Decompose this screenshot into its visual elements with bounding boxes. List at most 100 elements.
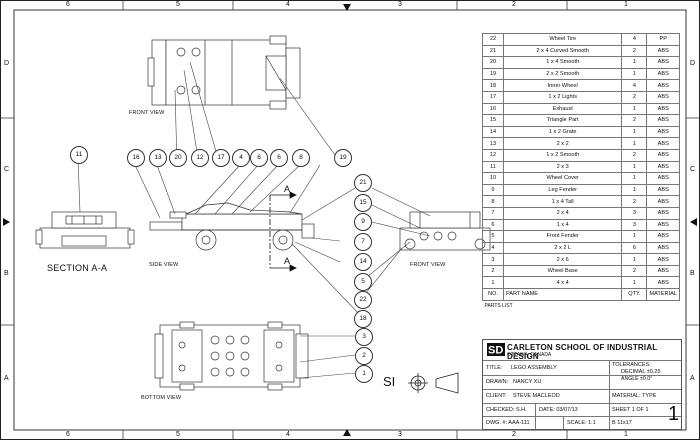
part-number: 22 [482,33,504,46]
part-material: ABS [646,276,680,290]
balloon-9: 9 [354,213,372,231]
zone-col-2: 2 [512,1,516,8]
part-name: Wheel Cover [502,172,623,185]
part-qty: 2 [621,114,648,127]
balloon-14: 14 [354,253,372,271]
zone-col-5: 5 [176,1,180,8]
part-number: 3 [482,253,504,266]
part-material: ABS [646,102,680,116]
part-qty: 1 [621,137,648,150]
zone-col-4-bottom: 4 [286,431,290,438]
material-label: MATERIAL: TYPE [612,393,657,399]
balloon-18: 18 [354,310,372,328]
part-number: 13 [482,137,504,150]
part-qty: 2 [621,90,648,104]
title-block: SD CARLETON SCHOOL OF INDUSTRIAL DESIGN … [482,339,682,430]
part-name: Exhaust [502,102,623,116]
part-qty: 1 [621,276,648,290]
part-qty: 4 [621,79,648,92]
projection-symbol [408,372,459,394]
bottom-view-drawing [154,321,309,391]
zone-col-3-bottom: 3 [398,431,402,438]
side-view-drawing [149,202,315,251]
part-material: ABS [646,79,680,92]
balloon-15: 15 [354,194,372,212]
part-name: Triangle Part [502,114,623,127]
part-qty: 1 [621,230,648,243]
top-view-drawing [147,35,301,110]
part-number: 19 [482,67,504,81]
part-number: 2 [482,264,504,278]
part-material: PP [646,33,680,46]
tolerance-decimal: DECIMAL ±0.25 [621,369,661,375]
zone-row-b: B [4,270,9,277]
balloon-2: 2 [355,347,373,365]
part-name: Wheel Base [502,264,623,278]
part-name: 2 x 4 [502,206,623,220]
balloon-21: 21 [354,174,372,192]
section-letter-bottom: A [284,256,291,266]
school-name: CARLETON SCHOOL OF INDUSTRIAL DESIGN [507,343,658,361]
zone-col-4: 4 [286,1,290,8]
part-number: 9 [482,183,504,197]
part-name: Front Fender [502,230,623,243]
part-qty: 1 [621,160,648,174]
header-part-name: PART NAME [502,288,623,301]
balloon-4: 4 [232,149,250,167]
client-value: STEVE MACLEOD [513,393,560,399]
zone-col-2-bottom: 2 [512,431,516,438]
section-view-drawing [35,211,135,249]
part-name: 2 x 6 [502,253,623,266]
zone-row-a: A [4,375,9,382]
part-number: 14 [482,125,504,139]
tolerances-label: TOLERANCES: [612,362,651,368]
part-qty: 2 [621,44,648,58]
zone-row-c-right: C [690,166,696,173]
part-qty: 1 [621,172,648,185]
part-qty: 1 [621,125,648,139]
part-name: 1 x 4 [502,218,623,232]
tolerance-angle: ANGLE ±0.0° [621,376,653,382]
zone-col-1-bottom: 1 [624,431,628,438]
part-qty: 1 [621,183,648,197]
part-qty: 2 [621,264,648,278]
balloon-22: 22 [354,291,372,309]
part-number: 7 [482,206,504,220]
part-material: ABS [646,172,680,185]
part-material: ABS [646,114,680,127]
part-qty: 4 [621,33,648,46]
part-number: 11 [482,160,504,174]
section-letter-top: A [284,184,291,194]
part-number: 8 [482,195,504,208]
svg-text:SD: SD [488,345,503,357]
part-number: 15 [482,114,504,127]
part-number: 12 [482,148,504,162]
part-material: ABS [646,137,680,150]
part-number: 17 [482,90,504,104]
parts-list-caption-row: PARTS LIST [482,299,680,312]
zone-row-d-right: D [690,60,696,67]
zone-row-a-right: A [690,375,695,382]
balloon-19: 19 [334,149,352,167]
part-material: ABS [646,160,680,174]
part-name: 1 x 2 Lights [502,90,623,104]
zone-col-3: 3 [398,1,402,8]
title-value: LEGO ASSEMBLY [511,365,557,371]
part-name: 1 x 4 Smooth [502,56,623,69]
balloon-17: 17 [212,149,230,167]
